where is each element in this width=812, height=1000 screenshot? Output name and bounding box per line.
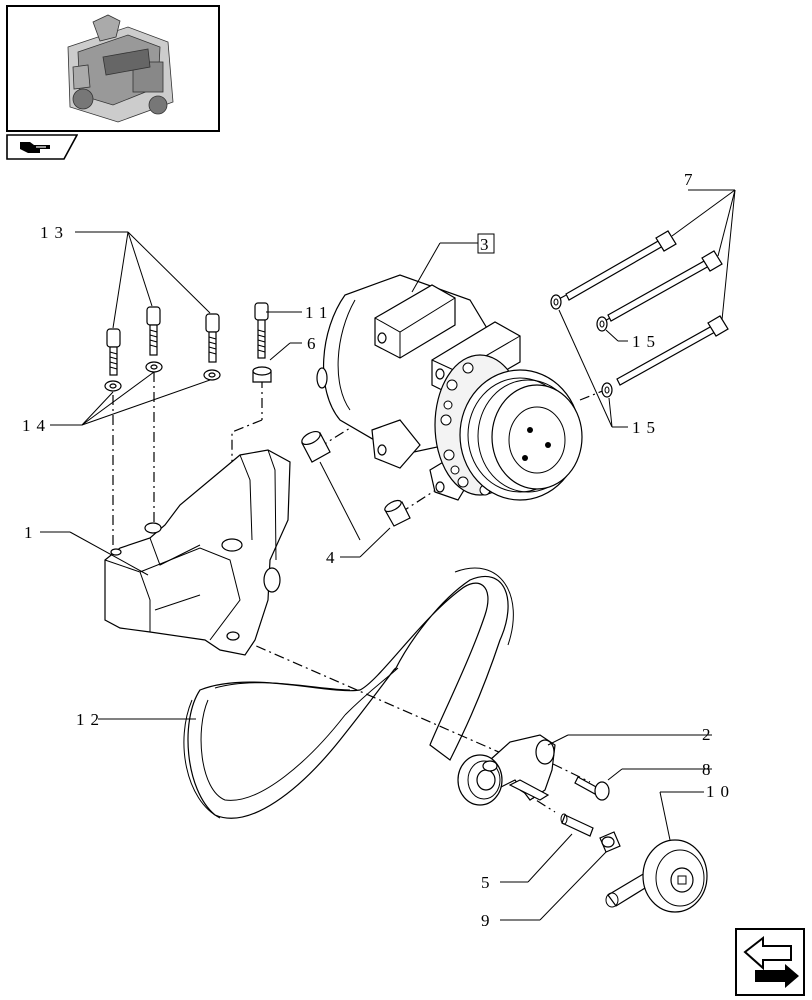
callout-8: 8 (702, 760, 717, 779)
mounting-bracket (104, 449, 291, 656)
callout-1: 1 (24, 523, 39, 542)
thumbnail-tab[interactable] (6, 134, 78, 160)
washer-15-b (596, 316, 608, 332)
callout-13: 13 (40, 223, 69, 242)
callout-9: 9 (481, 911, 496, 930)
callout-3-box (477, 233, 495, 254)
bolt-11 (254, 302, 269, 359)
callout-3: 3 (480, 235, 495, 254)
screw-8 (574, 776, 610, 801)
callout-15-upper: 15 (632, 332, 661, 351)
callout-4: 4 (326, 548, 341, 567)
bolt-7-b (607, 250, 723, 322)
callout-14: 14 (22, 416, 51, 435)
bolt-7-c (616, 315, 729, 386)
bolt-13-a (106, 328, 121, 376)
washer-14-b (145, 361, 163, 373)
engine-thumbnail[interactable] (6, 5, 220, 132)
engine-thumbnail-icon (67, 14, 174, 123)
next-page-button[interactable] (735, 928, 805, 996)
bushing-4-b (384, 499, 411, 527)
callout-7: 7 (684, 170, 699, 189)
bolt-13-c (205, 313, 220, 363)
nut-9 (599, 831, 621, 853)
next-page-arrow-icon (743, 935, 799, 988)
callout-10: 10 (706, 782, 735, 801)
bushing-4-a (301, 430, 331, 463)
ac-compressor (316, 274, 583, 501)
callout-6: 6 (307, 334, 322, 353)
callout-15-lower: 15 (632, 418, 661, 437)
callout-5: 5 (481, 873, 496, 892)
washer-14-a (104, 380, 122, 392)
callout-2: 2 (702, 725, 717, 744)
pin-5 (560, 813, 594, 837)
drive-belt (183, 567, 514, 819)
leader-lines (40, 189, 736, 921)
spacer-6 (252, 366, 272, 383)
washer-15-c (601, 382, 613, 398)
bolt-13-b (146, 306, 161, 356)
bolt-7-a (565, 230, 677, 301)
idler-pulley (605, 839, 708, 913)
washer-14-c (203, 369, 221, 381)
callout-12: 12 (76, 710, 105, 729)
callout-labels: 13 14 1 11 6 3 4 7 15 15 12 2 8 10 5 9 (22, 170, 735, 930)
washer-15-a (550, 294, 562, 310)
belt-tensioner (457, 734, 556, 806)
callout-11: 11 (305, 303, 333, 322)
pointing-hand-icon (20, 142, 50, 153)
